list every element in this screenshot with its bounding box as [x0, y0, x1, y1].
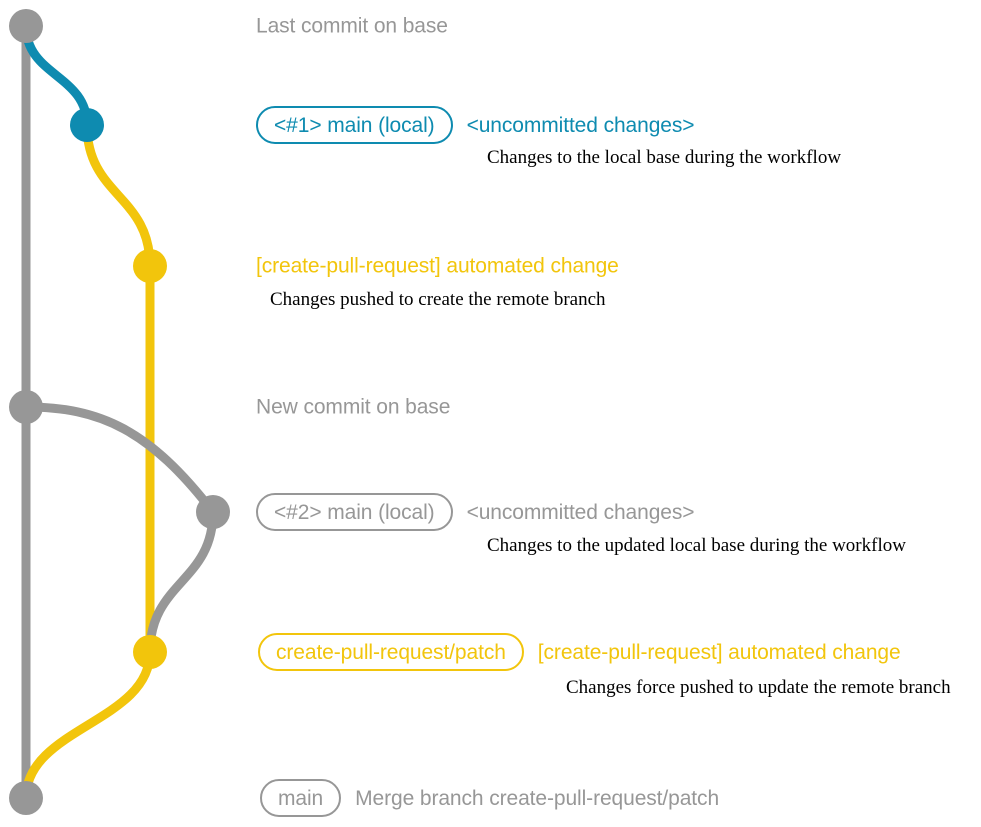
commit-node-automated-change-1[interactable]	[133, 249, 167, 283]
commit-message-automated-change-1: [create-pull-request] automated change	[256, 254, 619, 278]
commit-node-automated-change-2[interactable]	[133, 635, 167, 669]
commit-note-3: Changes to the updated local base during…	[487, 535, 906, 556]
commit-node-merge[interactable]	[9, 781, 43, 815]
commit-note-1: Changes to the local base during the wor…	[487, 147, 842, 168]
commit-message-uncommitted-2: <uncommitted changes>	[466, 500, 695, 524]
graph-nodes	[9, 9, 230, 815]
branch-badge-main-local-2[interactable]: <#2> main (local)	[256, 493, 453, 531]
edge-yellow-n2-n3	[82, 120, 155, 271]
commit-message-automated-change-2: [create-pull-request] automated change	[537, 640, 901, 664]
commit-node-local-1[interactable]	[70, 108, 104, 142]
edge-gray-n5-n6	[145, 507, 218, 657]
commit-note-4: Changes force pushed to update the remot…	[566, 677, 951, 698]
row-commit-3: <#2> main (local) <uncommitted changes>	[256, 493, 695, 531]
row-last-commit-on-base: Last commit on base	[256, 16, 448, 37]
row-new-commit-on-base: New commit on base	[256, 397, 450, 418]
commit-message-new-commit-on-base: New commit on base	[256, 395, 451, 419]
edge-gray-n4-n5	[21, 402, 218, 517]
branch-badge-main[interactable]: main	[260, 779, 342, 817]
commit-note-2: Changes pushed to create the remote bran…	[270, 289, 606, 310]
branch-badge-create-pull-request-patch[interactable]: create-pull-request/patch	[258, 633, 524, 671]
edge-yellow-n6-n7	[21, 647, 155, 803]
row-commit-4: create-pull-request/patch [create-pull-r…	[258, 633, 901, 671]
commit-message-last-commit-on-base: Last commit on base	[256, 14, 448, 38]
commit-node-local-2[interactable]	[196, 495, 230, 529]
row-commit-2: [create-pull-request] automated change	[256, 256, 619, 277]
commit-node-new-commit-on-base[interactable]	[9, 390, 43, 424]
commit-node-last-commit-on-base[interactable]	[9, 9, 43, 43]
row-merge: main Merge branch create-pull-request/pa…	[260, 779, 719, 817]
commit-message-uncommitted-1: <uncommitted changes>	[466, 113, 695, 137]
commit-message-merge: Merge branch create-pull-request/patch	[355, 786, 720, 810]
branch-badge-main-local-1[interactable]: <#1> main (local)	[256, 106, 453, 144]
row-commit-1: <#1> main (local) <uncommitted changes>	[256, 106, 695, 144]
